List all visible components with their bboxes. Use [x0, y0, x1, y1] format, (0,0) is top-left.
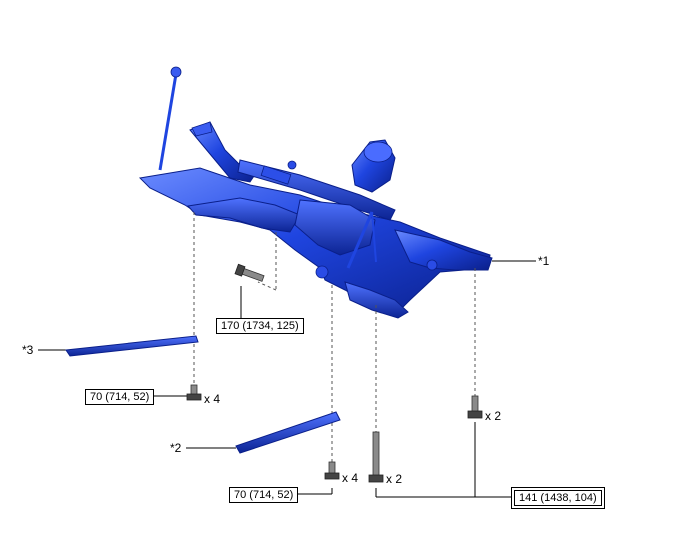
bolt-icon: [324, 461, 340, 480]
bolt-icon: [234, 263, 265, 282]
quantity-mid-bolt: x 4: [342, 471, 359, 485]
torque-spec-70-lower: 70 (714, 52): [229, 487, 299, 503]
frame-crossmember-icon: [138, 66, 493, 319]
quantity-left-bolt: x 4: [204, 392, 221, 406]
torque-spec-141: 141 (1438, 104): [511, 487, 605, 509]
bolt-icon: [186, 384, 202, 401]
callout-1-label: *1: [538, 254, 550, 268]
quantity-right-bolt: x 2: [485, 409, 502, 423]
torque-spec-170: 170 (1734, 125): [216, 318, 304, 334]
stud-bolt-icon: [368, 431, 384, 483]
bolt-icon: [467, 395, 483, 419]
callout-3-label: *3: [22, 343, 34, 357]
solid-leaders: [38, 260, 536, 498]
callout-2-label: *2: [170, 441, 182, 455]
dashed-leaders: [193, 212, 476, 462]
brace-icon: [65, 335, 341, 454]
torque-spec-70-upper: 70 (714, 52): [85, 389, 155, 405]
quantity-long-bolt: x 2: [386, 472, 403, 486]
